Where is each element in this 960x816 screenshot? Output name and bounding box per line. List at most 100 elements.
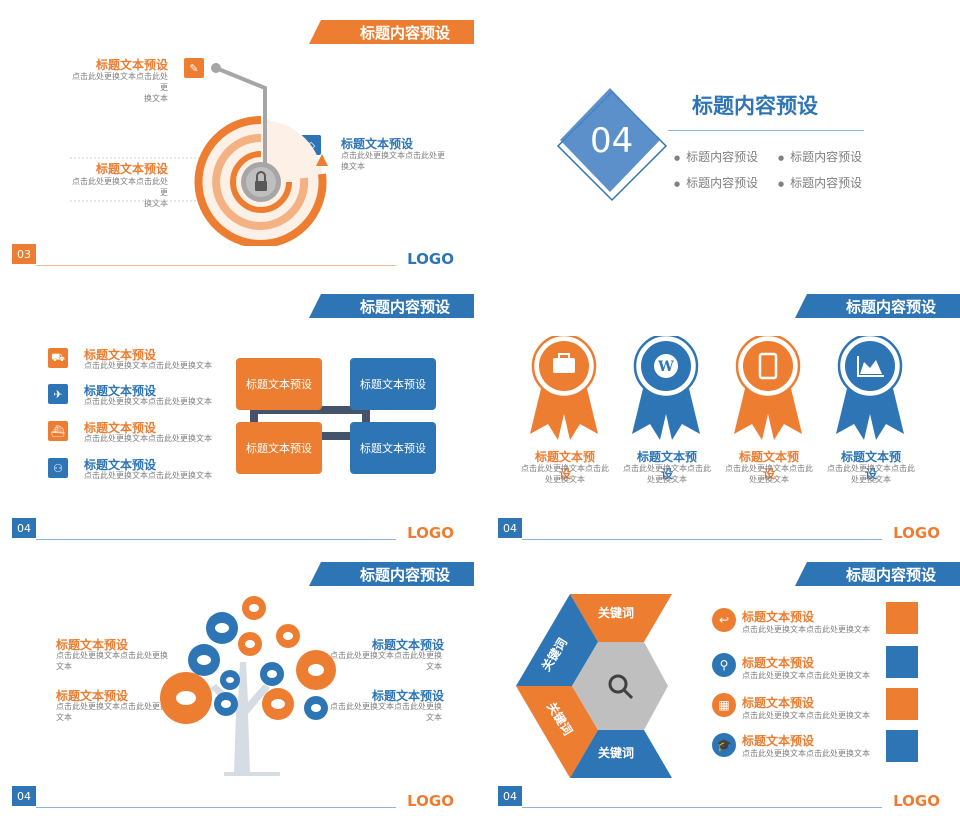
logo: LOGO (407, 524, 454, 542)
logo: LOGO (407, 250, 454, 268)
section-number: 04 (590, 121, 634, 161)
item-title: 标题文本预设 (84, 421, 157, 435)
keyword-label: 关键词 (598, 606, 635, 620)
item-title: 标题文本预设 (742, 734, 815, 748)
item-title: 标题文本预设 (84, 348, 157, 362)
info-box: 标题文本预设 (236, 422, 322, 474)
medal-title: 标题文本预设 (840, 450, 901, 481)
item-desc: 点击此处更换文本点击此处更换文本 (330, 702, 442, 722)
page-number: 03 (12, 244, 36, 264)
ship-icon: ⛴ (48, 421, 68, 441)
item-title: 标题文本预设 (372, 689, 445, 703)
item-desc: 点击此处更换文本点击此处更换文本 (72, 177, 168, 208)
page-number: 04 (498, 518, 522, 538)
footer-line (36, 807, 396, 808)
reply-icon: ↩ (712, 608, 736, 632)
item-desc: 点击此处更换文本点击此处更换文本 (84, 434, 212, 443)
medal-title: 标题文本预设 (636, 450, 697, 481)
connector (362, 406, 370, 436)
page-number: 04 (498, 786, 522, 806)
info-box: 标题文本预设 (236, 358, 322, 410)
item-title: 标题文本预设 (96, 162, 169, 176)
connector (250, 406, 258, 436)
truck-icon: ⛟ (48, 348, 68, 368)
slide-title: 标题内容预设 (795, 294, 960, 318)
footer-line (36, 539, 396, 540)
bullet-item: 标题内容预设 (674, 148, 758, 165)
item-desc: 点击此处更换文本点击此处更换文本 (56, 651, 168, 671)
item-desc: 点击此处更换文本点击此处更换文本 (330, 651, 442, 671)
item-title: 标题文本预设 (96, 58, 169, 72)
slide-title: 标题内容预设 (309, 20, 474, 44)
money-tree-graphic (160, 596, 336, 776)
connector (250, 406, 370, 414)
medal-title: 标题文本预设 (738, 450, 799, 481)
graduation-cap-icon: 🎓 (712, 733, 736, 757)
color-square (886, 688, 918, 720)
medal-desc: 点击此处更换文本点击此处更换文本 (623, 464, 711, 484)
info-box: 标题文本预设 (350, 422, 436, 474)
item-desc: 点击此处更换文本点击此处更换文本 (742, 625, 870, 634)
item-title: 标题文本预设 (742, 696, 815, 710)
svg-text:W: W (657, 359, 674, 375)
logo: LOGO (407, 792, 454, 810)
item-desc: 点击此处更换文本点击此处更换文本 (742, 711, 870, 720)
item-desc: 点击此处更换文本点击此处更换文本 (84, 471, 212, 480)
slide-04-section[interactable]: 04 标题内容预设 标题内容预设 标题内容预设 标题内容预设 标题内容预设 (486, 0, 960, 268)
slide-title: 标题内容预设 (309, 294, 474, 318)
item-title: 标题文本预设 (372, 638, 445, 652)
slide-04-keywords[interactable]: 标题内容预设 关键词 关键词 关键词 关键词 ↩ 标题文本预设 点击此处更换文本… (486, 542, 960, 810)
slide-04-tree[interactable]: 标题内容预设 标题文本预设 点击此处更换文本点击此处更换文本 标题文本预设 点击… (0, 542, 474, 810)
pencil-icon: ✎ (184, 58, 204, 78)
footer-line (522, 539, 882, 540)
medals-graphic: W (530, 336, 904, 440)
item-title: 标题文本预设 (84, 384, 157, 398)
medal-desc: 点击此处更换文本点击此处更换文本 (521, 464, 609, 484)
item-desc: 点击此处更换文本点击此处更换文本 (72, 72, 168, 103)
heading-underline (668, 130, 864, 131)
bullet-item: 标题内容预设 (778, 174, 862, 191)
item-desc: 点击此处更换文本点击此处更换文本 (341, 151, 445, 171)
item-desc: 点击此处更换文本点击此处更换文本 (742, 749, 870, 758)
medal-desc: 点击此处更换文本点击此处更换文本 (725, 464, 813, 484)
color-square (886, 646, 918, 678)
lock-spiral-graphic (70, 63, 328, 246)
info-box: 标题文本预设 (350, 358, 436, 410)
footer-line (522, 807, 882, 808)
airplane-icon: ✈ (48, 384, 68, 404)
item-desc: 点击此处更换文本点击此处更换文本 (56, 702, 168, 722)
item-title: 标题文本预设 (56, 689, 129, 703)
item-title: 标题文本预设 (742, 610, 815, 624)
page-number: 04 (12, 786, 36, 806)
connector (300, 432, 360, 440)
slide-04-boxes[interactable]: 标题内容预设 ⛟ 标题文本预设 点击此处更换文本点击此处更换文本 ✈ 标题文本预… (0, 274, 474, 542)
item-desc: 点击此处更换文本点击此处更换文本 (84, 397, 212, 406)
keyword-label: 关键词 (598, 746, 635, 760)
keyword-hexagon-graphic (516, 594, 672, 778)
film-icon: ▦ (712, 693, 736, 717)
page-number: 04 (12, 518, 36, 538)
logo: LOGO (893, 524, 940, 542)
footer-line (36, 265, 396, 266)
section-heading: 标题内容预设 (692, 94, 818, 118)
item-desc: 点击此处更换文本点击此处更换文本 (84, 361, 212, 370)
diamond-number-graphic (556, 88, 668, 202)
medal-desc: 点击此处更换文本点击此处更换文本 (827, 464, 915, 484)
item-title: 标题文本预设 (742, 656, 815, 670)
bullet-item: 标题内容预设 (674, 174, 758, 191)
slide-03-lock[interactable]: 标题内容预设 标题文本预设 点击此处更换文本点击此处更换文本 ✎ 标题文本预设 … (0, 0, 474, 268)
paperclip-icon: ⚲ (712, 653, 736, 677)
color-square (886, 602, 918, 634)
bullet-item: 标题内容预设 (778, 148, 862, 165)
item-desc: 点击此处更换文本点击此处更换文本 (742, 671, 870, 680)
medal-title: 标题文本预设 (534, 450, 595, 481)
item-title: 标题文本预设 (56, 638, 129, 652)
slide-04-medals[interactable]: 标题内容预设 W (486, 274, 960, 542)
slide-title: 标题内容预设 (795, 562, 960, 586)
service-24h-icon: ⚇ (48, 458, 68, 478)
logo: LOGO (893, 792, 940, 810)
item-title: 标题文本预设 (341, 137, 414, 151)
slide-title: 标题内容预设 (309, 562, 474, 586)
item-title: 标题文本预设 (84, 458, 157, 472)
